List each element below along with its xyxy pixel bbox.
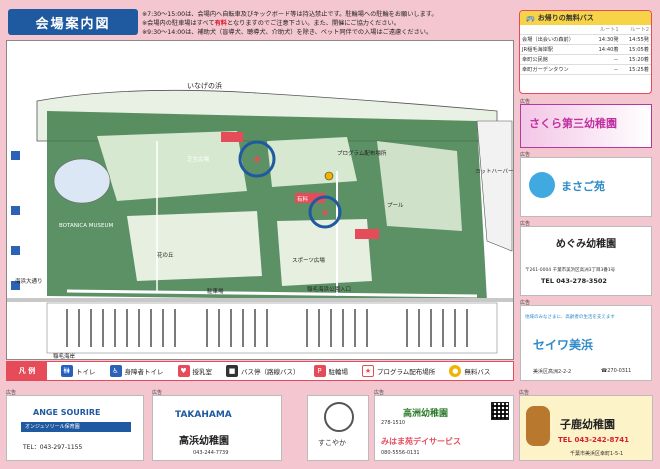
toilet-icon: 🚻 xyxy=(61,365,73,377)
table-row: 幸町公民館－15:20着 xyxy=(520,54,651,65)
free-bus-icon: ● xyxy=(449,365,462,377)
bicycle-parking-icon: P xyxy=(313,365,326,377)
svg-text:★: ★ xyxy=(321,208,330,219)
map-label-station: 稲毛海岸 xyxy=(53,354,76,360)
nursing-room-icon: ♥ xyxy=(177,365,190,377)
map-label-fee: 有料 xyxy=(297,197,309,203)
table-row: 幸町ガーデンタウン－15:25着 xyxy=(520,64,651,75)
legend-item-bus: ■バス停（路線バス） xyxy=(226,365,300,377)
bus-stop-icon: ■ xyxy=(226,365,238,377)
ad-megumi[interactable]: めぐみ幼稚園 〒261-0004 千葉市美浜区高洲3丁目3番1号 TEL 043… xyxy=(520,226,652,296)
legend-header: 凡 例 xyxy=(7,362,47,380)
map-label-lawn: 芝生広場 xyxy=(187,157,210,163)
notice-2: ※会場内の駐車場はすべて有料となりますのでご注意下さい。また、開催にご協力くださ… xyxy=(142,20,400,27)
ad-takahama[interactable]: TAKAHAMA 高浜幼稚園 043-244-7739 xyxy=(152,395,282,461)
free-bus-header: 🚌お帰りの無料バス xyxy=(520,11,651,25)
legend-item-nursing: ♥授乳室 xyxy=(177,365,212,377)
map-label-event: プログラム配布場所 xyxy=(337,151,387,157)
program-star-icon: ★ xyxy=(362,365,374,377)
map-label-pool: プール xyxy=(387,203,404,209)
map-label-sea: いなげの浜 xyxy=(187,82,222,90)
map-label-road: 海浜大通り xyxy=(15,279,43,285)
masago-logo-icon xyxy=(529,172,555,198)
svg-text:★: ★ xyxy=(252,153,262,166)
legend-item-accessible: ♿身障者トイレ xyxy=(109,365,164,377)
ad-takasu[interactable]: 高洲幼稚園 278-1510 みはま苑デイサービス 080-5556-0131 xyxy=(374,395,514,461)
notice-1: ※7:30～15:00は、会場内へ自転車及びキックボード等は持込禁止です。駐輪場… xyxy=(142,11,438,18)
legend-item-free-bus: ●無料バス xyxy=(449,365,490,377)
legend-item-toilet: 🚻トイレ xyxy=(61,365,96,377)
map-label-botanica: BOTANICA MUSEUM xyxy=(59,223,114,229)
ad-sakura[interactable]: さくら第三幼稚園 xyxy=(520,104,652,148)
ad-sukoyaka[interactable]: すこやか xyxy=(307,395,369,461)
notice-3: ※9:30～14:00は、補助犬（盲導犬、聴導犬、介助犬）を除き、ペット同伴での… xyxy=(142,29,433,36)
ad-ange[interactable]: ANGE SOURIRE オンジュソリール保育園 TEL：043-297-115… xyxy=(6,395,144,461)
map-label-parking: 駐車場 xyxy=(207,289,224,295)
map-label-plaza: 花の丘 xyxy=(157,253,174,259)
ad-masago[interactable]: まさご苑 xyxy=(520,157,652,217)
venue-map[interactable]: ★ ★ いなげの浜 ヨットハーバー BOTANICA MUSEUM 芝生広場 有… xyxy=(6,40,514,360)
map-label-yacht: ヨットハーバー xyxy=(475,169,514,175)
ad-kojika[interactable]: 子鹿幼稚園 TEL 043-242-8741 千葉市美浜区幸町1-5-1 xyxy=(519,395,653,461)
page-title: 会場案内図 xyxy=(8,9,138,35)
notices: ※7:30～15:00は、会場内へ自転車及びキックボード等は持込禁止です。駐輪場… xyxy=(142,10,512,37)
deer-mascot-icon xyxy=(526,406,550,446)
map-drawing: ★ ★ xyxy=(7,41,513,354)
accessible-toilet-icon: ♿ xyxy=(109,365,122,377)
bus-icon: 🚌 xyxy=(526,14,535,22)
map-label-entrance: 稲毛海浜公園入口 xyxy=(307,287,352,293)
legend-item-program: ★プログラム配布場所 xyxy=(362,365,435,377)
parachute-logo-icon xyxy=(324,402,354,432)
map-label-sports: スポーツ広場 xyxy=(292,258,325,264)
ad-seiwa[interactable]: 地域のみなさまに、高齢者の生活を支えます セイワ美浜 美浜区高洲2-2-2 ☎2… xyxy=(520,305,652,381)
qr-code-icon[interactable] xyxy=(491,402,509,420)
